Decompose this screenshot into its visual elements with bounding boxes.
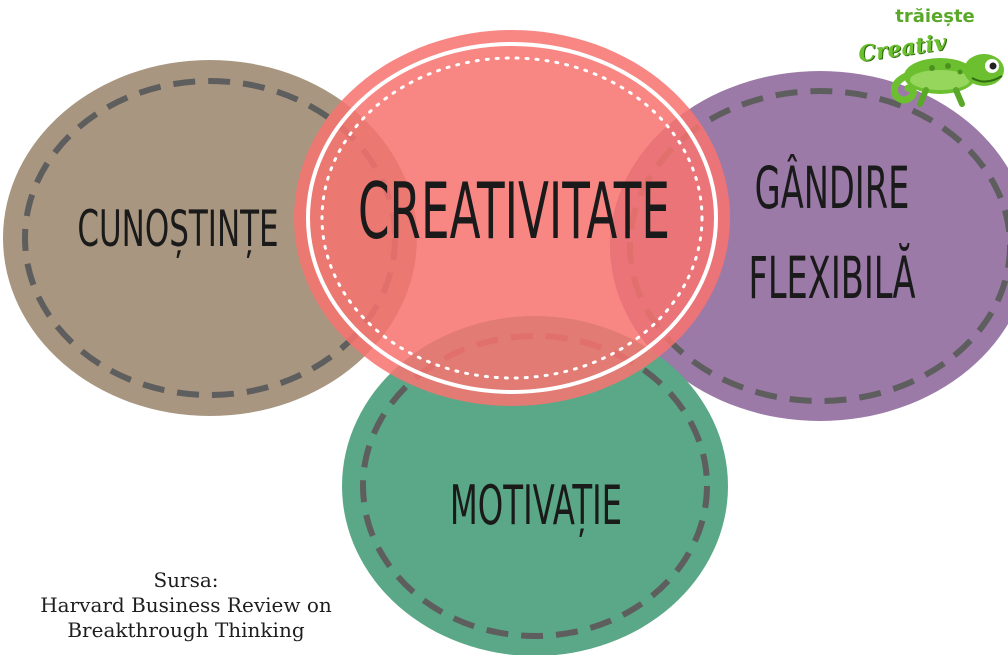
logo-text-line1: trăiește	[895, 6, 975, 27]
source-line-3: Breakthrough Thinking	[67, 618, 305, 642]
label-gandire-line2: FLEXIBILĂ	[748, 242, 915, 313]
chameleon-icon	[890, 54, 1004, 107]
source-line-2: Harvard Business Review on	[40, 593, 332, 617]
label-cunostinte: CUNOȘTINȚE	[77, 199, 278, 258]
label-motivatie: MOTIVAȚIE	[450, 475, 622, 537]
label-creativitate: CREATIVITATE	[358, 167, 670, 258]
logo: trăiește Creativ	[852, 4, 1008, 108]
source-caption: Sursa: Harvard Business Review on Breakt…	[0, 568, 372, 643]
label-gandire-line1: GÂNDIRE	[755, 153, 910, 223]
source-line-1: Sursa:	[153, 568, 219, 592]
circle-motivatie	[342, 316, 728, 655]
circle-creativitate	[294, 30, 730, 406]
